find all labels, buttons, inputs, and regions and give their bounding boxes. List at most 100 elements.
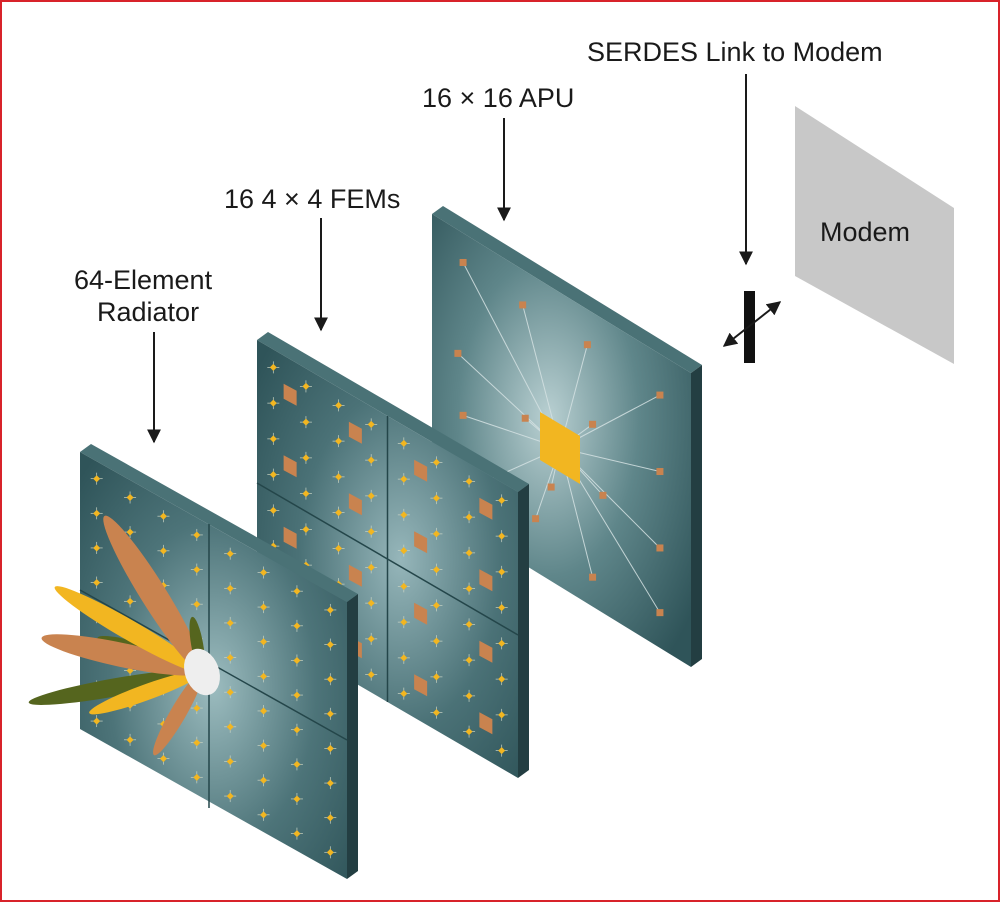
antenna-element	[432, 494, 440, 502]
antenna-element	[159, 547, 167, 555]
antenna-element	[498, 532, 506, 540]
apu-label: 16 × 16 APU	[422, 83, 574, 113]
antenna-element	[400, 511, 408, 519]
antenna-element	[260, 568, 268, 576]
apu-pad	[521, 414, 529, 422]
beam-lobe	[103, 515, 204, 673]
antenna-element	[260, 638, 268, 646]
antenna-element	[193, 531, 201, 539]
antenna-element	[326, 675, 334, 683]
antenna-element	[335, 473, 343, 481]
apu-pad	[599, 491, 607, 499]
antenna-element	[367, 456, 375, 464]
antenna-element	[302, 382, 310, 390]
antenna-element	[193, 704, 201, 712]
antenna-element	[159, 512, 167, 520]
antenna-element	[260, 742, 268, 750]
fem-chip	[414, 459, 428, 482]
antenna-element	[326, 641, 334, 649]
antenna-element	[498, 604, 506, 612]
antenna-element	[367, 492, 375, 500]
apu-pad	[519, 301, 527, 309]
antenna-element	[335, 509, 343, 517]
antenna-element	[367, 563, 375, 571]
antenna-element	[226, 654, 234, 662]
antenna-element	[293, 656, 301, 664]
beam-lobe	[153, 671, 203, 756]
apu-panel-side	[691, 365, 702, 667]
antenna-element	[498, 639, 506, 647]
antenna-element	[498, 675, 506, 683]
antenna-element	[367, 528, 375, 536]
fem-chip	[479, 712, 493, 735]
antenna-element	[269, 471, 277, 479]
fem-chip	[283, 383, 297, 406]
antenna-element	[326, 606, 334, 614]
antenna-element	[260, 603, 268, 611]
fem-chip	[348, 421, 362, 444]
double-arrow-icon	[722, 301, 782, 347]
antenna-element	[293, 691, 301, 699]
antenna-element	[93, 544, 101, 552]
apu-pad	[656, 609, 664, 617]
antenna-element	[293, 830, 301, 838]
beam-lobe	[89, 670, 203, 715]
antenna-element	[465, 620, 473, 628]
antenna-element	[367, 671, 375, 679]
apu-chip	[540, 412, 580, 484]
antenna-element	[302, 418, 310, 426]
antenna-element	[367, 635, 375, 643]
antenna-element	[465, 656, 473, 664]
fem-chip	[348, 493, 362, 516]
antenna-element	[432, 637, 440, 645]
antenna-element	[269, 399, 277, 407]
antenna-element	[465, 549, 473, 557]
antenna-element	[432, 530, 440, 538]
serdes-link: SERDES Link to Modem	[587, 37, 883, 363]
antenna-element	[302, 525, 310, 533]
apu-pad	[547, 483, 555, 491]
antenna-element	[226, 723, 234, 731]
antenna-element	[326, 779, 334, 787]
antenna-element	[193, 566, 201, 574]
antenna-element	[93, 579, 101, 587]
antenna-element	[269, 506, 277, 514]
fems-label: 16 4 × 4 FEMs	[224, 184, 400, 214]
serdes-label: SERDES Link to Modem	[587, 37, 883, 67]
beam-origin	[184, 648, 220, 696]
radiator-panel: 64-Element Radiator	[74, 265, 358, 879]
apu-panel: 16 × 16 APU	[422, 83, 702, 667]
antenna-element	[432, 709, 440, 717]
antenna-element	[465, 513, 473, 521]
fem-chip	[283, 526, 297, 549]
antenna-element	[226, 792, 234, 800]
antenna-element	[326, 744, 334, 752]
fem-chip	[479, 569, 493, 592]
antenna-element	[326, 710, 334, 718]
fem-chip	[414, 531, 428, 554]
antenna-element	[226, 550, 234, 558]
fem-divider	[256, 482, 519, 636]
apu-pad	[583, 341, 591, 349]
antenna-element	[126, 597, 134, 605]
radiator-label-line2: Radiator	[97, 297, 199, 327]
antenna-element	[400, 690, 408, 698]
antenna-element	[465, 692, 473, 700]
antenna-element	[465, 585, 473, 593]
antenna-element	[226, 619, 234, 627]
apu-pad	[589, 420, 597, 428]
apu-pad	[589, 573, 597, 581]
apu-pad	[454, 349, 462, 357]
fem-chip	[479, 640, 493, 663]
apu-pad	[656, 468, 664, 476]
fem-modules	[267, 361, 508, 757]
antenna-element	[293, 622, 301, 630]
antenna-element	[367, 420, 375, 428]
fem-chip	[283, 455, 297, 478]
apu-pad	[459, 411, 467, 419]
antenna-element	[326, 848, 334, 856]
modem-block: Modem	[795, 106, 954, 364]
antenna-element	[193, 600, 201, 608]
